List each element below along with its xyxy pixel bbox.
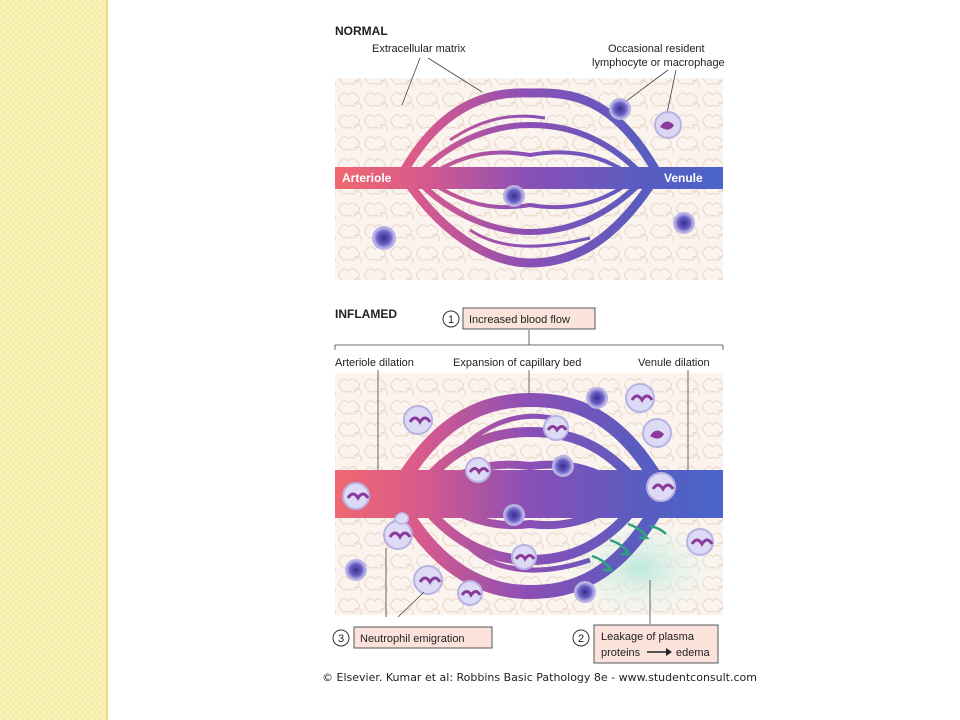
resident-leader-line bbox=[665, 69, 677, 119]
venule-dilation-label: Venule dilation bbox=[638, 357, 710, 369]
step-3-badge bbox=[332, 629, 350, 647]
step-3-box bbox=[353, 626, 493, 649]
normal-vessel-network bbox=[335, 88, 723, 268]
step-2-label-line1: Leakage of plasma bbox=[601, 631, 695, 643]
step-1-box bbox=[462, 307, 596, 330]
arteriole-label: Arteriole bbox=[342, 171, 392, 185]
decorative-side-band bbox=[0, 0, 108, 720]
resident-cell-label-line1: Occasional resident bbox=[608, 43, 705, 55]
resident-cell-label-line2: lymphocyte or macrophage bbox=[592, 57, 725, 69]
step-2-badge bbox=[572, 629, 590, 647]
step-2-label-edema: edema bbox=[676, 647, 711, 659]
arrow-right-icon bbox=[666, 648, 672, 656]
step-3-label: Neutrophil emigration bbox=[360, 633, 465, 645]
extracellular-leader-line bbox=[401, 57, 421, 106]
arteriole-dilation-label: Arteriole dilation bbox=[335, 357, 414, 369]
extracellular-matrix-label: Extracellular matrix bbox=[372, 43, 466, 55]
inflamed-leukocytes bbox=[342, 383, 714, 606]
step-1-bracket bbox=[334, 330, 724, 350]
resident-leader-line bbox=[624, 69, 669, 103]
step-1-number: 1 bbox=[448, 314, 454, 326]
normal-resident-cells bbox=[372, 98, 695, 250]
leakage-arrows bbox=[591, 522, 667, 572]
step-2-box bbox=[593, 624, 719, 664]
step-3-leader bbox=[397, 591, 425, 618]
step-2-number: 2 bbox=[578, 633, 584, 645]
copyright-credit: © Elsevier. Kumar et al: Robbins Basic P… bbox=[322, 671, 757, 684]
venule-label: Venule bbox=[664, 171, 703, 185]
step-3-number: 3 bbox=[338, 633, 344, 645]
capillary-expansion-label: Expansion of capillary bed bbox=[453, 357, 581, 369]
step-1-badge bbox=[442, 310, 460, 328]
extracellular-leader-line bbox=[427, 57, 483, 93]
inflamed-panel-title: INFLAMED bbox=[335, 307, 397, 321]
step-1-label: Increased blood flow bbox=[469, 314, 570, 326]
normal-panel-title: NORMAL bbox=[335, 24, 388, 38]
step-2-label-proteins: proteins bbox=[601, 647, 641, 659]
